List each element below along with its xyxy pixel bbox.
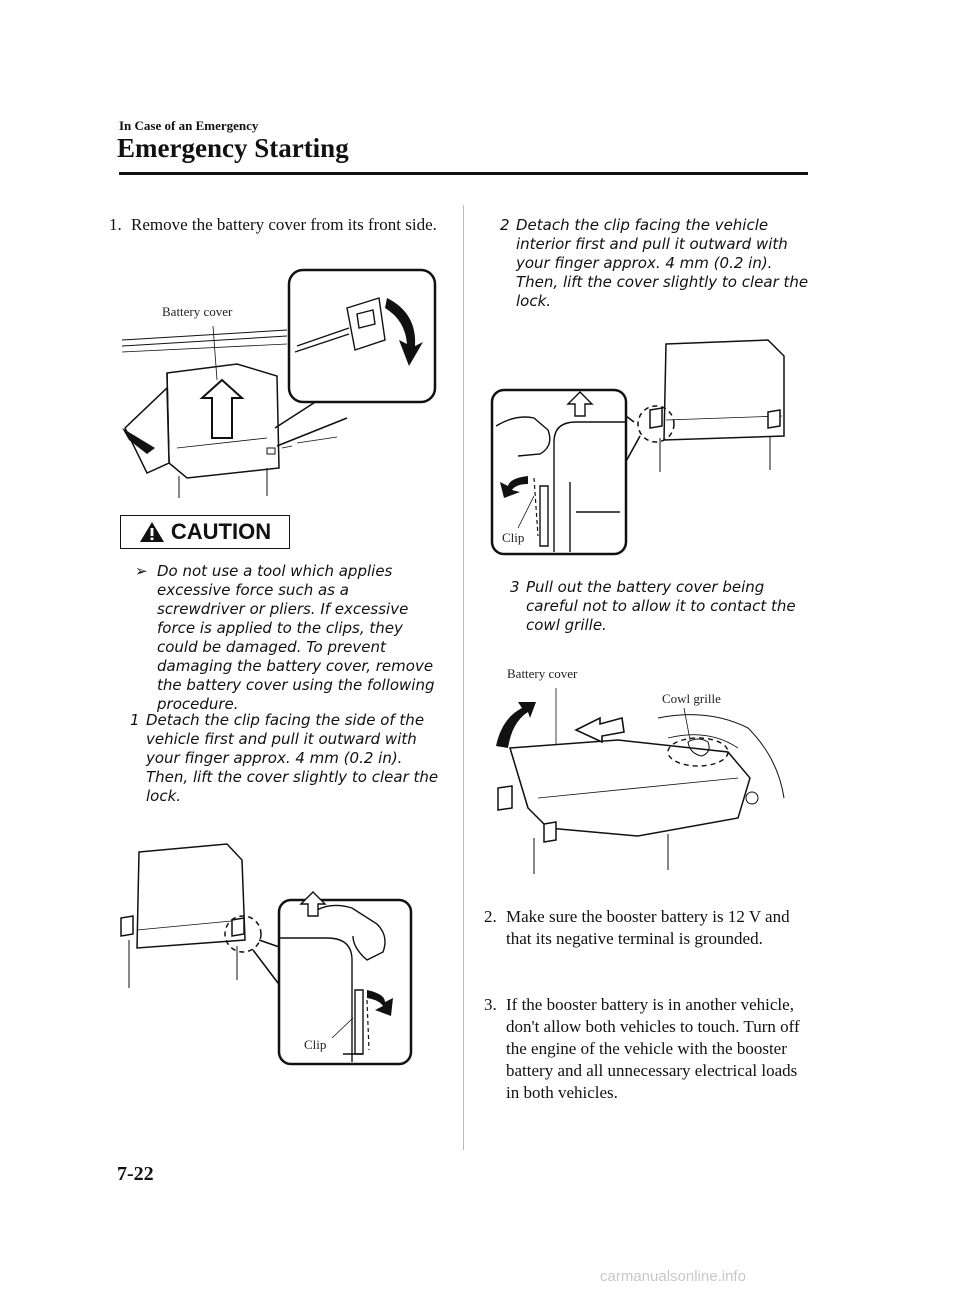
arrow-icon xyxy=(574,716,625,744)
label-battery-cover: Battery cover xyxy=(162,304,233,319)
bullet-arrow-icon: ➢ xyxy=(135,562,148,580)
substep-number: 3 xyxy=(510,578,520,596)
figure-clip-side xyxy=(120,843,413,1066)
label-battery-cover: Battery cover xyxy=(507,666,578,681)
watermark: carmanualsonline.info xyxy=(600,1268,746,1285)
arrow-icon xyxy=(496,702,536,748)
step-3: 3. If the booster battery is in another … xyxy=(484,994,804,1104)
caution-text: Do not use a tool which applies excessiv… xyxy=(157,562,435,713)
label-clip: Clip xyxy=(304,1037,327,1052)
caution-bullet: ➢ Do not use a tool which applies excess… xyxy=(135,562,435,714)
figure-battery-cover-removal xyxy=(121,268,437,498)
figure-clip-interior xyxy=(490,339,785,556)
arrow-icon xyxy=(367,990,393,1016)
page-title: Emergency Starting xyxy=(117,133,349,163)
step-2: 2. Make sure the booster battery is 12 V… xyxy=(484,906,804,950)
step-text: Remove the battery cover from its front … xyxy=(131,215,437,234)
step-1: 1. Remove the battery cover from its fro… xyxy=(109,214,444,236)
step-number: 3. xyxy=(484,995,497,1014)
step-number: 1. xyxy=(109,215,122,234)
page-number: 7-22 xyxy=(117,1163,154,1185)
caution-label: CAUTION xyxy=(170,519,272,544)
step-text: If the booster battery is in another veh… xyxy=(506,995,800,1102)
substep-3: 3 Pull out the battery cover being caref… xyxy=(510,578,810,635)
column-divider xyxy=(463,205,464,1150)
arrow-icon xyxy=(122,428,155,454)
substep-text: Detach the clip facing the vehicle inter… xyxy=(516,216,809,310)
warning-icon xyxy=(139,522,164,542)
substep-1: 1 Detach the clip facing the side of the… xyxy=(130,711,440,806)
curved-arrow-icon xyxy=(385,298,423,366)
substep-text: Pull out the battery cover being careful… xyxy=(526,578,796,634)
step-text: Make sure the booster battery is 12 V an… xyxy=(506,907,790,948)
substep-2: 2 Detach the clip facing the vehicle int… xyxy=(500,216,810,311)
label-clip: Clip xyxy=(502,530,525,545)
figure-pull-out-cover xyxy=(496,688,785,874)
step-number: 2. xyxy=(484,907,497,926)
substep-number: 2 xyxy=(500,216,510,234)
substep-text: Detach the clip facing the side of the v… xyxy=(146,711,439,805)
substep-number: 1 xyxy=(130,711,140,729)
label-cowl-grille: Cowl grille xyxy=(662,691,721,706)
title-rule xyxy=(119,172,808,175)
section-label: In Case of an Emergency xyxy=(119,118,259,133)
caution-heading: CAUTION xyxy=(120,515,290,549)
arrow-icon xyxy=(500,476,528,498)
